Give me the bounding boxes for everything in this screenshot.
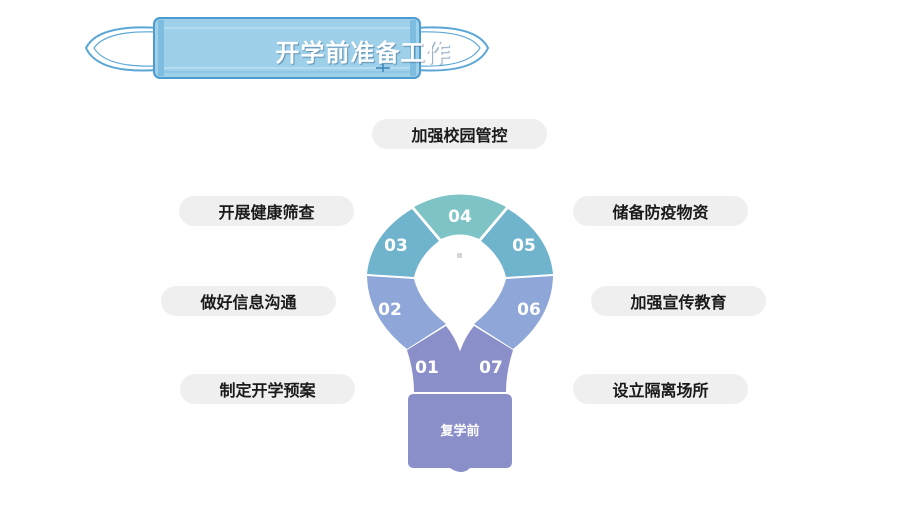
segment-05 [481, 209, 553, 277]
pill-06: 加强宣传教育 [591, 286, 766, 316]
pill-label: 储备防疫物资 [612, 203, 709, 222]
center-dot [457, 253, 462, 258]
pill-label: 做好信息沟通 [200, 293, 297, 312]
title-banner: 开学前准备工作 [78, 14, 498, 84]
segment-01 [407, 326, 466, 392]
bulb-base [408, 394, 512, 472]
pill-02: 做好信息沟通 [161, 286, 336, 316]
segment-07-number: 07 [479, 358, 503, 378]
segment-05-number: 05 [512, 236, 536, 256]
segment-06 [474, 276, 553, 349]
segment-03 [367, 209, 439, 277]
segment-01-number: 01 [415, 358, 439, 378]
segment-07 [454, 326, 513, 392]
segment-03-number: 03 [384, 236, 408, 256]
center-label: 复学前 [439, 423, 479, 439]
page-title: 开学前准备工作 [275, 38, 451, 67]
pill-label: 加强宣传教育 [630, 293, 727, 312]
pill-label: 开展健康筛查 [218, 203, 315, 222]
segment-06-number: 06 [517, 300, 541, 320]
mask-icon [84, 17, 490, 79]
segment-02 [367, 276, 446, 349]
pill-04: 加强校园管控 [372, 119, 547, 149]
segment-04 [414, 194, 506, 239]
pill-07: 设立隔离场所 [573, 374, 748, 404]
pill-03: 开展健康筛查 [179, 196, 354, 226]
segment-02-number: 02 [378, 300, 402, 320]
pill-01: 制定开学预案 [180, 374, 355, 404]
pill-05: 储备防疫物资 [573, 196, 748, 226]
pill-label: 加强校园管控 [411, 126, 508, 145]
pill-label: 设立隔离场所 [612, 381, 709, 400]
pill-label: 制定开学预案 [219, 381, 316, 400]
segment-04-number: 04 [448, 207, 472, 227]
